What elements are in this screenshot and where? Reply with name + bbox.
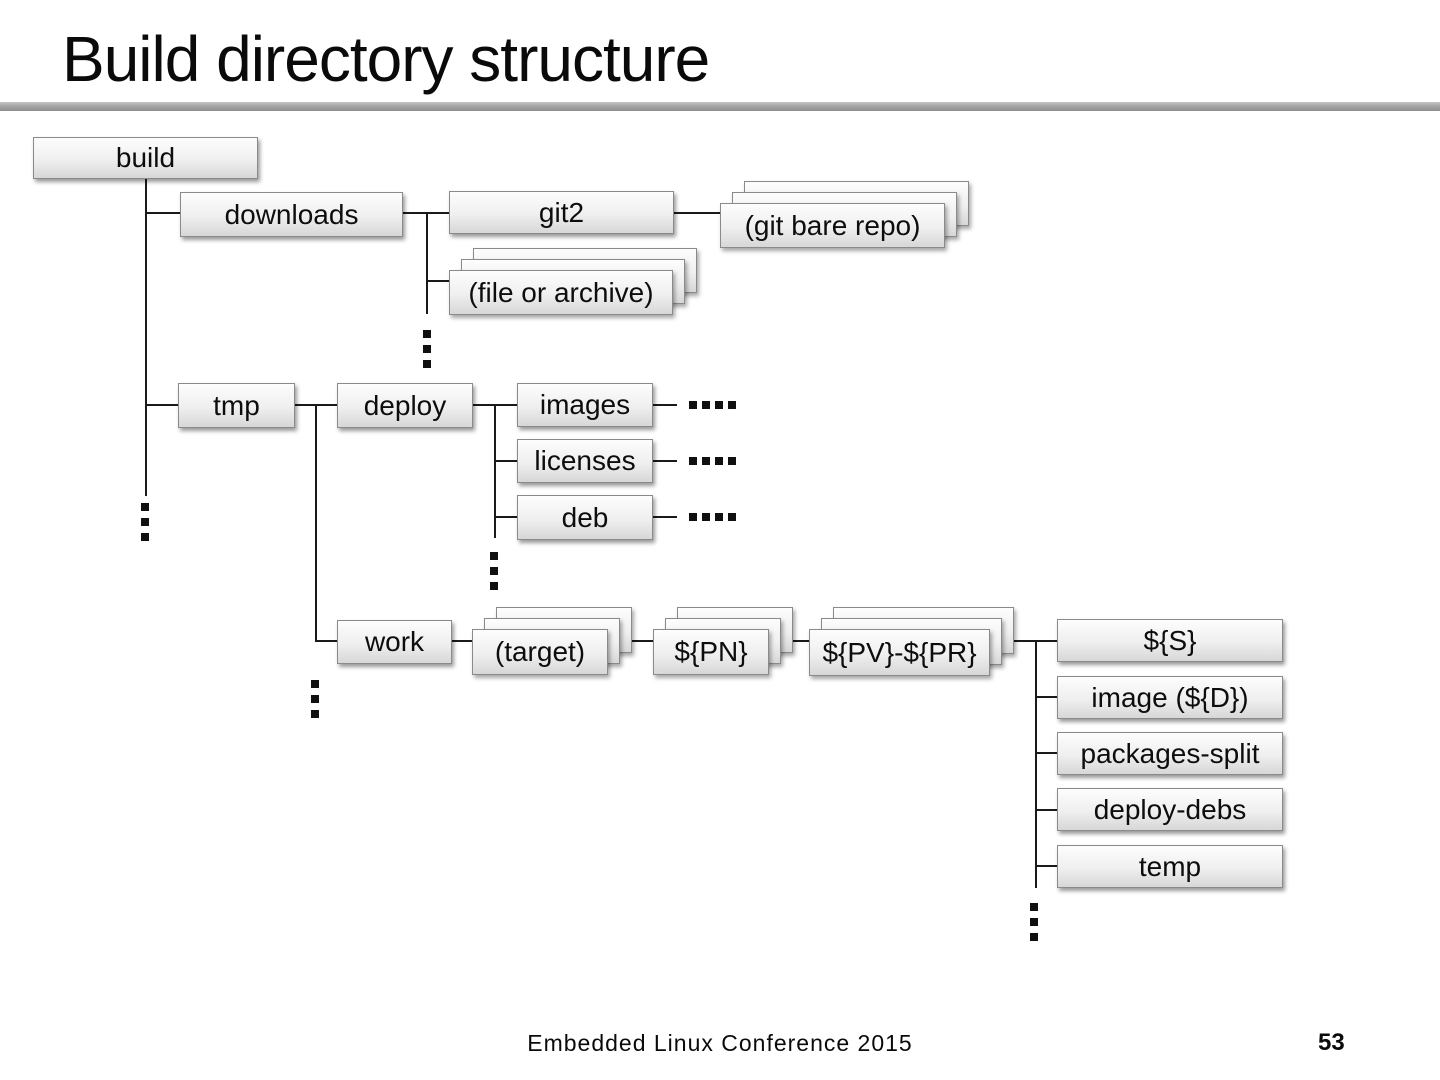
node-licenses: licenses xyxy=(517,439,653,483)
ellipsis-licenses-contents xyxy=(689,457,741,465)
connector-temp xyxy=(1035,865,1057,867)
ellipsis-deploy-more xyxy=(490,552,498,597)
branch-work-vertical xyxy=(315,404,317,642)
node-pv-pr: ${PV}-${PR} xyxy=(809,629,990,676)
title-divider xyxy=(0,102,1440,111)
branch-downloads-vertical xyxy=(426,212,428,314)
connector-deb xyxy=(494,516,517,518)
node-deploy-debs: deploy-debs xyxy=(1057,788,1283,831)
connector-image-d xyxy=(1035,696,1057,698)
stub-deb-right xyxy=(653,516,677,518)
ellipsis-images-contents xyxy=(689,401,741,409)
node-downloads: downloads xyxy=(180,192,403,237)
node-git-bare-repo: (git bare repo) xyxy=(720,203,945,248)
branch-deploy-vertical xyxy=(494,404,496,538)
ellipsis-downloads-more xyxy=(423,330,431,375)
connector-licenses xyxy=(494,460,517,462)
node-temp: temp xyxy=(1057,845,1283,888)
node-work: work xyxy=(337,620,452,664)
branch-workdir-vertical xyxy=(1035,640,1037,888)
node-target: (target) xyxy=(472,629,608,675)
node-image-d: image (${D}) xyxy=(1057,676,1283,719)
ellipsis-deb-contents xyxy=(689,513,741,521)
ellipsis-build-more xyxy=(141,503,149,548)
ellipsis-workdir-more xyxy=(1030,903,1038,948)
page-number: 53 xyxy=(1318,1029,1345,1056)
node-build: build xyxy=(33,137,258,179)
node-deploy: deploy xyxy=(337,383,473,428)
node-tmp: tmp xyxy=(178,383,295,428)
node-s: ${S} xyxy=(1057,619,1283,662)
connector-row-tmp xyxy=(145,404,517,406)
node-images: images xyxy=(517,383,653,427)
connector-file-or-archive xyxy=(426,280,460,282)
node-file-or-archive: (file or archive) xyxy=(449,270,673,315)
page-title: Build directory structure xyxy=(62,23,710,95)
stub-licenses-right xyxy=(653,460,677,462)
connector-row-downloads xyxy=(145,212,720,214)
stub-images-right xyxy=(653,404,677,406)
node-deb: deb xyxy=(517,495,653,540)
ellipsis-tmp-more xyxy=(311,680,319,725)
node-pn: ${PN} xyxy=(653,629,769,675)
node-packages-split: packages-split xyxy=(1057,732,1283,775)
node-git2: git2 xyxy=(449,191,674,234)
footer-conference: Embedded Linux Conference 2015 xyxy=(527,1030,913,1056)
trunk-build-vertical xyxy=(145,178,147,496)
connector-deploy-debs xyxy=(1035,809,1057,811)
connector-packages-split xyxy=(1035,752,1057,754)
